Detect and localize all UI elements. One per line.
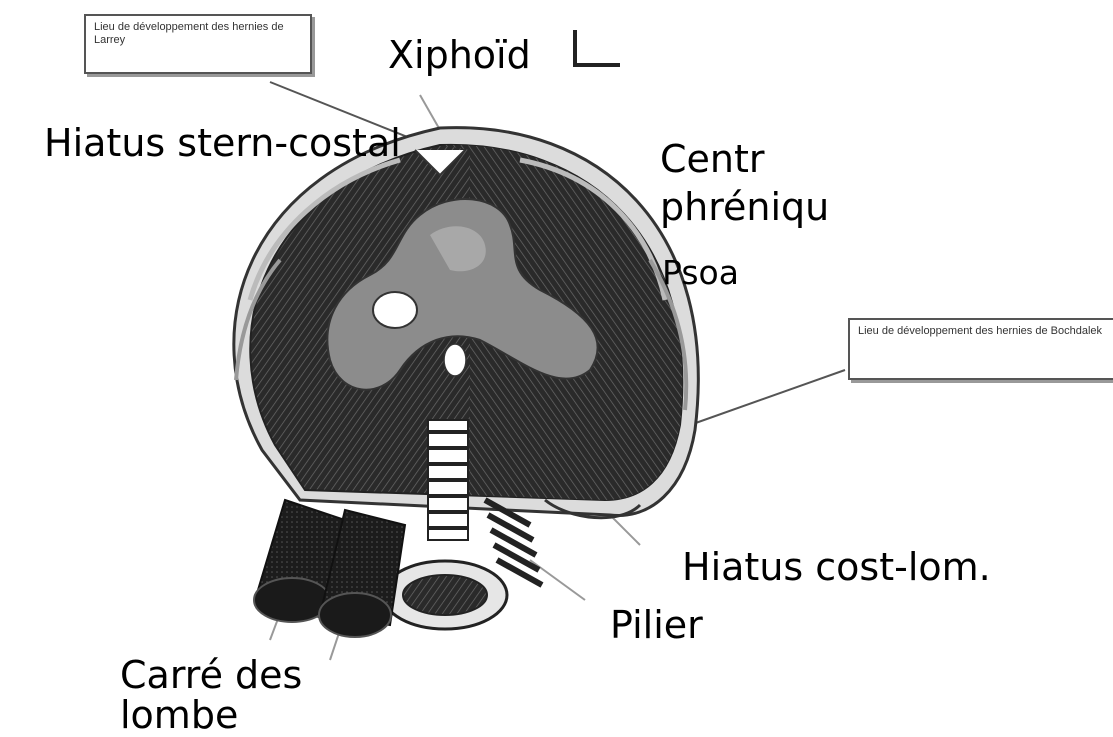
- aorta-column: [428, 420, 468, 540]
- label-hiatus-costo-lombaire: Hiatus cost-lom.: [682, 548, 991, 586]
- vena-cava-foramen: [373, 292, 417, 328]
- label-pilier: Pilier: [610, 606, 703, 644]
- bochdalek-leader-line: [690, 370, 845, 425]
- label-psoas: Psoa: [662, 256, 739, 289]
- bochdalek-callout-box: Lieu de développement des hernies de Boc…: [848, 318, 1113, 380]
- corner-mark: [575, 30, 620, 65]
- quadratus-lumborum: [254, 500, 405, 637]
- larrey-callout-box: Lieu de développement des hernies de Lar…: [84, 14, 312, 74]
- label-carre-line1: Carré des: [120, 656, 302, 694]
- xiphoid-pointer: [420, 95, 440, 130]
- vertebral-disc: [403, 575, 487, 615]
- label-centre-phrenique-line1: Centr: [660, 140, 765, 178]
- label-carre-line2: lombe: [120, 696, 238, 734]
- label-xiphoid: Xiphoïd: [388, 36, 531, 74]
- larrey-callout-text: Lieu de développement des hernies de Lar…: [94, 21, 284, 46]
- esophageal-hiatus: [444, 344, 466, 376]
- bochdalek-callout-text: Lieu de développement des hernies de Boc…: [858, 325, 1102, 337]
- label-centre-phrenique-line2: phréniqu: [660, 188, 829, 226]
- label-hiatus-sterno-costal: Hiatus stern-costal: [44, 124, 401, 162]
